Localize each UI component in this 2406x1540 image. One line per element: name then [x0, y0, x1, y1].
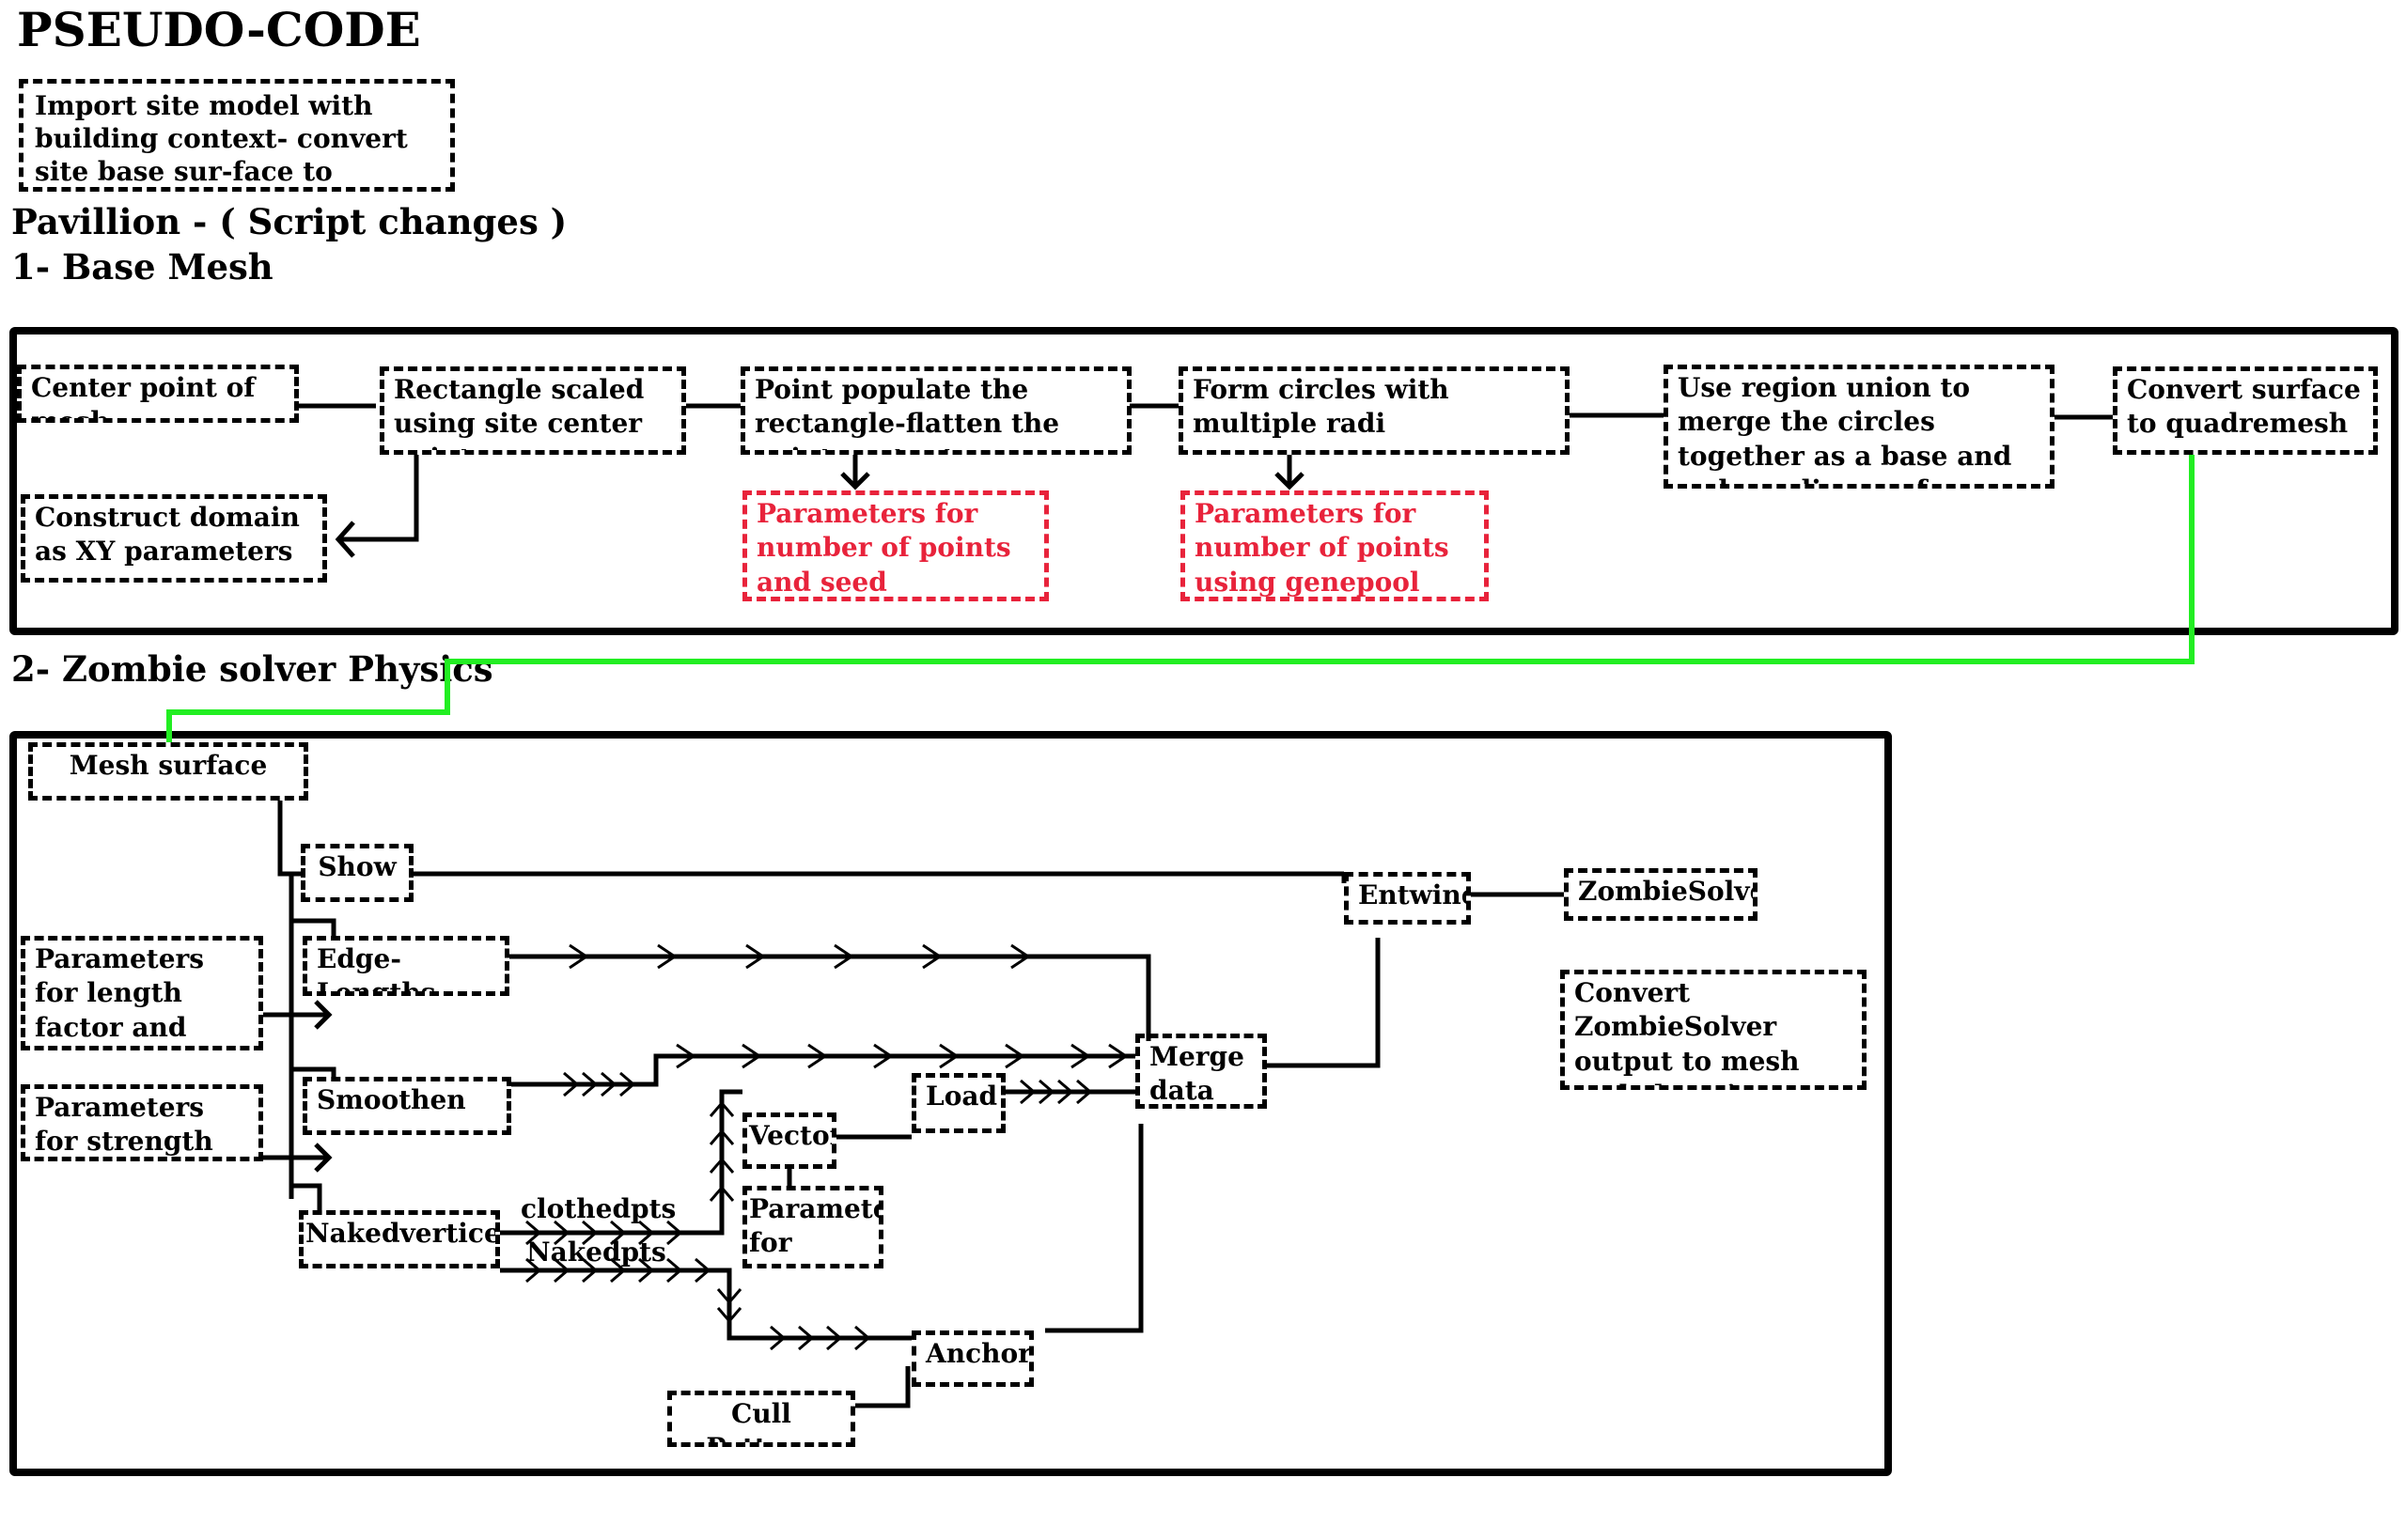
vector-node: Vector: [742, 1112, 836, 1169]
form-circles-node: Form circles with multiple radi: [1179, 366, 1570, 455]
params-seed-node: Parameters for number of points and seed…: [742, 490, 1049, 601]
intro-box: Import site model with building context-…: [19, 79, 455, 192]
smoothen-node: Smoothen: [303, 1077, 511, 1135]
params-genepool-node: Parameters for number of points using ge…: [1180, 490, 1489, 601]
construct-domain-node: Construct domain as XY parameters: [21, 494, 327, 583]
convert-output-node: Convert ZombieSolver output to mesh and …: [1560, 970, 1867, 1090]
zombie-frame: [9, 731, 1892, 1476]
cull-pattern-node: Cull Pattern: [667, 1391, 855, 1447]
show-node: Show: [301, 844, 414, 902]
edge-lengths-node: Edge-Lengths: [303, 936, 509, 996]
naked-vertices-node: Nakedvertices: [299, 1210, 500, 1268]
zombie-heading: 2- Zombie solver Physics: [11, 648, 493, 690]
merge-data-node: Merge data: [1135, 1034, 1267, 1109]
params-length-node: Parameters for length factor and strengt…: [21, 936, 263, 1050]
center-point-node: Center point of mesh: [17, 365, 299, 423]
zombie-solver-node: ZombieSolver: [1564, 868, 1758, 921]
anchor-node: Anchor: [912, 1330, 1034, 1387]
nakedpts-label: Nakedpts: [526, 1237, 666, 1268]
entwine-node: Entwine: [1344, 872, 1471, 925]
load-node: Load: [912, 1073, 1006, 1133]
base-mesh-frame: [9, 327, 2398, 635]
mesh-surface-node: Mesh surface: [28, 742, 308, 801]
base-mesh-heading: 1- Base Mesh: [11, 246, 273, 288]
params-weight-node: Parameter for weight: [742, 1186, 883, 1268]
region-union-node: Use region union to merge the circles to…: [1664, 365, 2054, 489]
point-populate-node: Point populate the rectangle-flatten the…: [741, 366, 1132, 455]
convert-surface-node: Convert surface to quadremesh: [2113, 366, 2378, 455]
page-title: PSEUDO-CODE: [17, 2, 421, 57]
pavillion-heading: Pavillion - ( Script changes ): [11, 201, 568, 242]
params-strength-node: Parameters for strength: [21, 1084, 263, 1161]
rectangle-node: Rectangle scaled using site center point: [380, 366, 686, 455]
clothedpts-label: clothedpts: [521, 1193, 677, 1224]
